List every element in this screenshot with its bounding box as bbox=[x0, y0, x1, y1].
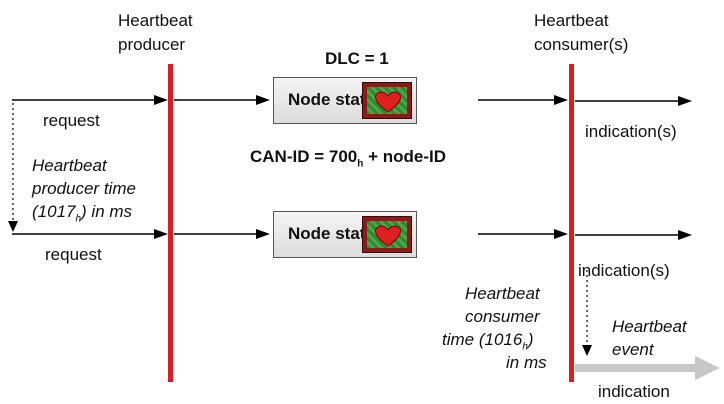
consumer-time-interval bbox=[582, 270, 592, 356]
consumer-heading-line2: consumer(s) bbox=[534, 35, 629, 54]
request-label-2: request bbox=[45, 245, 102, 264]
heart-icon bbox=[362, 82, 412, 119]
can-id-label: CAN-ID = 700h + node-ID bbox=[250, 147, 446, 170]
producer-time-interval bbox=[8, 103, 18, 232]
consumer-time-line4: in ms bbox=[506, 353, 547, 372]
producer-heading-line1: Heartbeat bbox=[118, 11, 193, 30]
row1-arrows bbox=[12, 95, 692, 106]
consumer-heading-line1: Heartbeat bbox=[534, 11, 609, 30]
producer-time-line2: producer time bbox=[32, 179, 136, 198]
node-state-label: Node state bbox=[288, 90, 375, 109]
consumer-time-line1: Heartbeat bbox=[465, 284, 540, 303]
final-indication-label: indication bbox=[598, 382, 670, 401]
dlc-label: DLC = 1 bbox=[325, 49, 389, 68]
consumer-time-line2: consumer bbox=[465, 307, 540, 326]
producer-time-line1: Heartbeat bbox=[32, 156, 107, 175]
row2-arrows bbox=[12, 229, 692, 240]
heartbeat-event-arrow bbox=[575, 356, 720, 380]
node-state-label: Node state bbox=[288, 224, 375, 243]
producer-heading-line2: producer bbox=[118, 35, 186, 54]
producer-time-line3: (1017h) in ms bbox=[32, 202, 133, 225]
indication-label-1: indication(s) bbox=[585, 122, 677, 141]
heartbeat-event-line1: Heartbeat bbox=[612, 317, 687, 336]
heartbeat-frame-2: Node state bbox=[273, 211, 417, 258]
heartbeat-event-line2: event bbox=[612, 340, 654, 359]
indication-label-2: indication(s) bbox=[578, 261, 670, 280]
heartbeat-frame-1: Node state bbox=[273, 77, 417, 124]
request-label-1: request bbox=[43, 111, 100, 130]
producer-time-line bbox=[168, 64, 173, 382]
consumer-time-line3: time (1016h) bbox=[442, 330, 534, 353]
heart-icon bbox=[362, 216, 412, 253]
consumer-time-line bbox=[569, 64, 574, 382]
